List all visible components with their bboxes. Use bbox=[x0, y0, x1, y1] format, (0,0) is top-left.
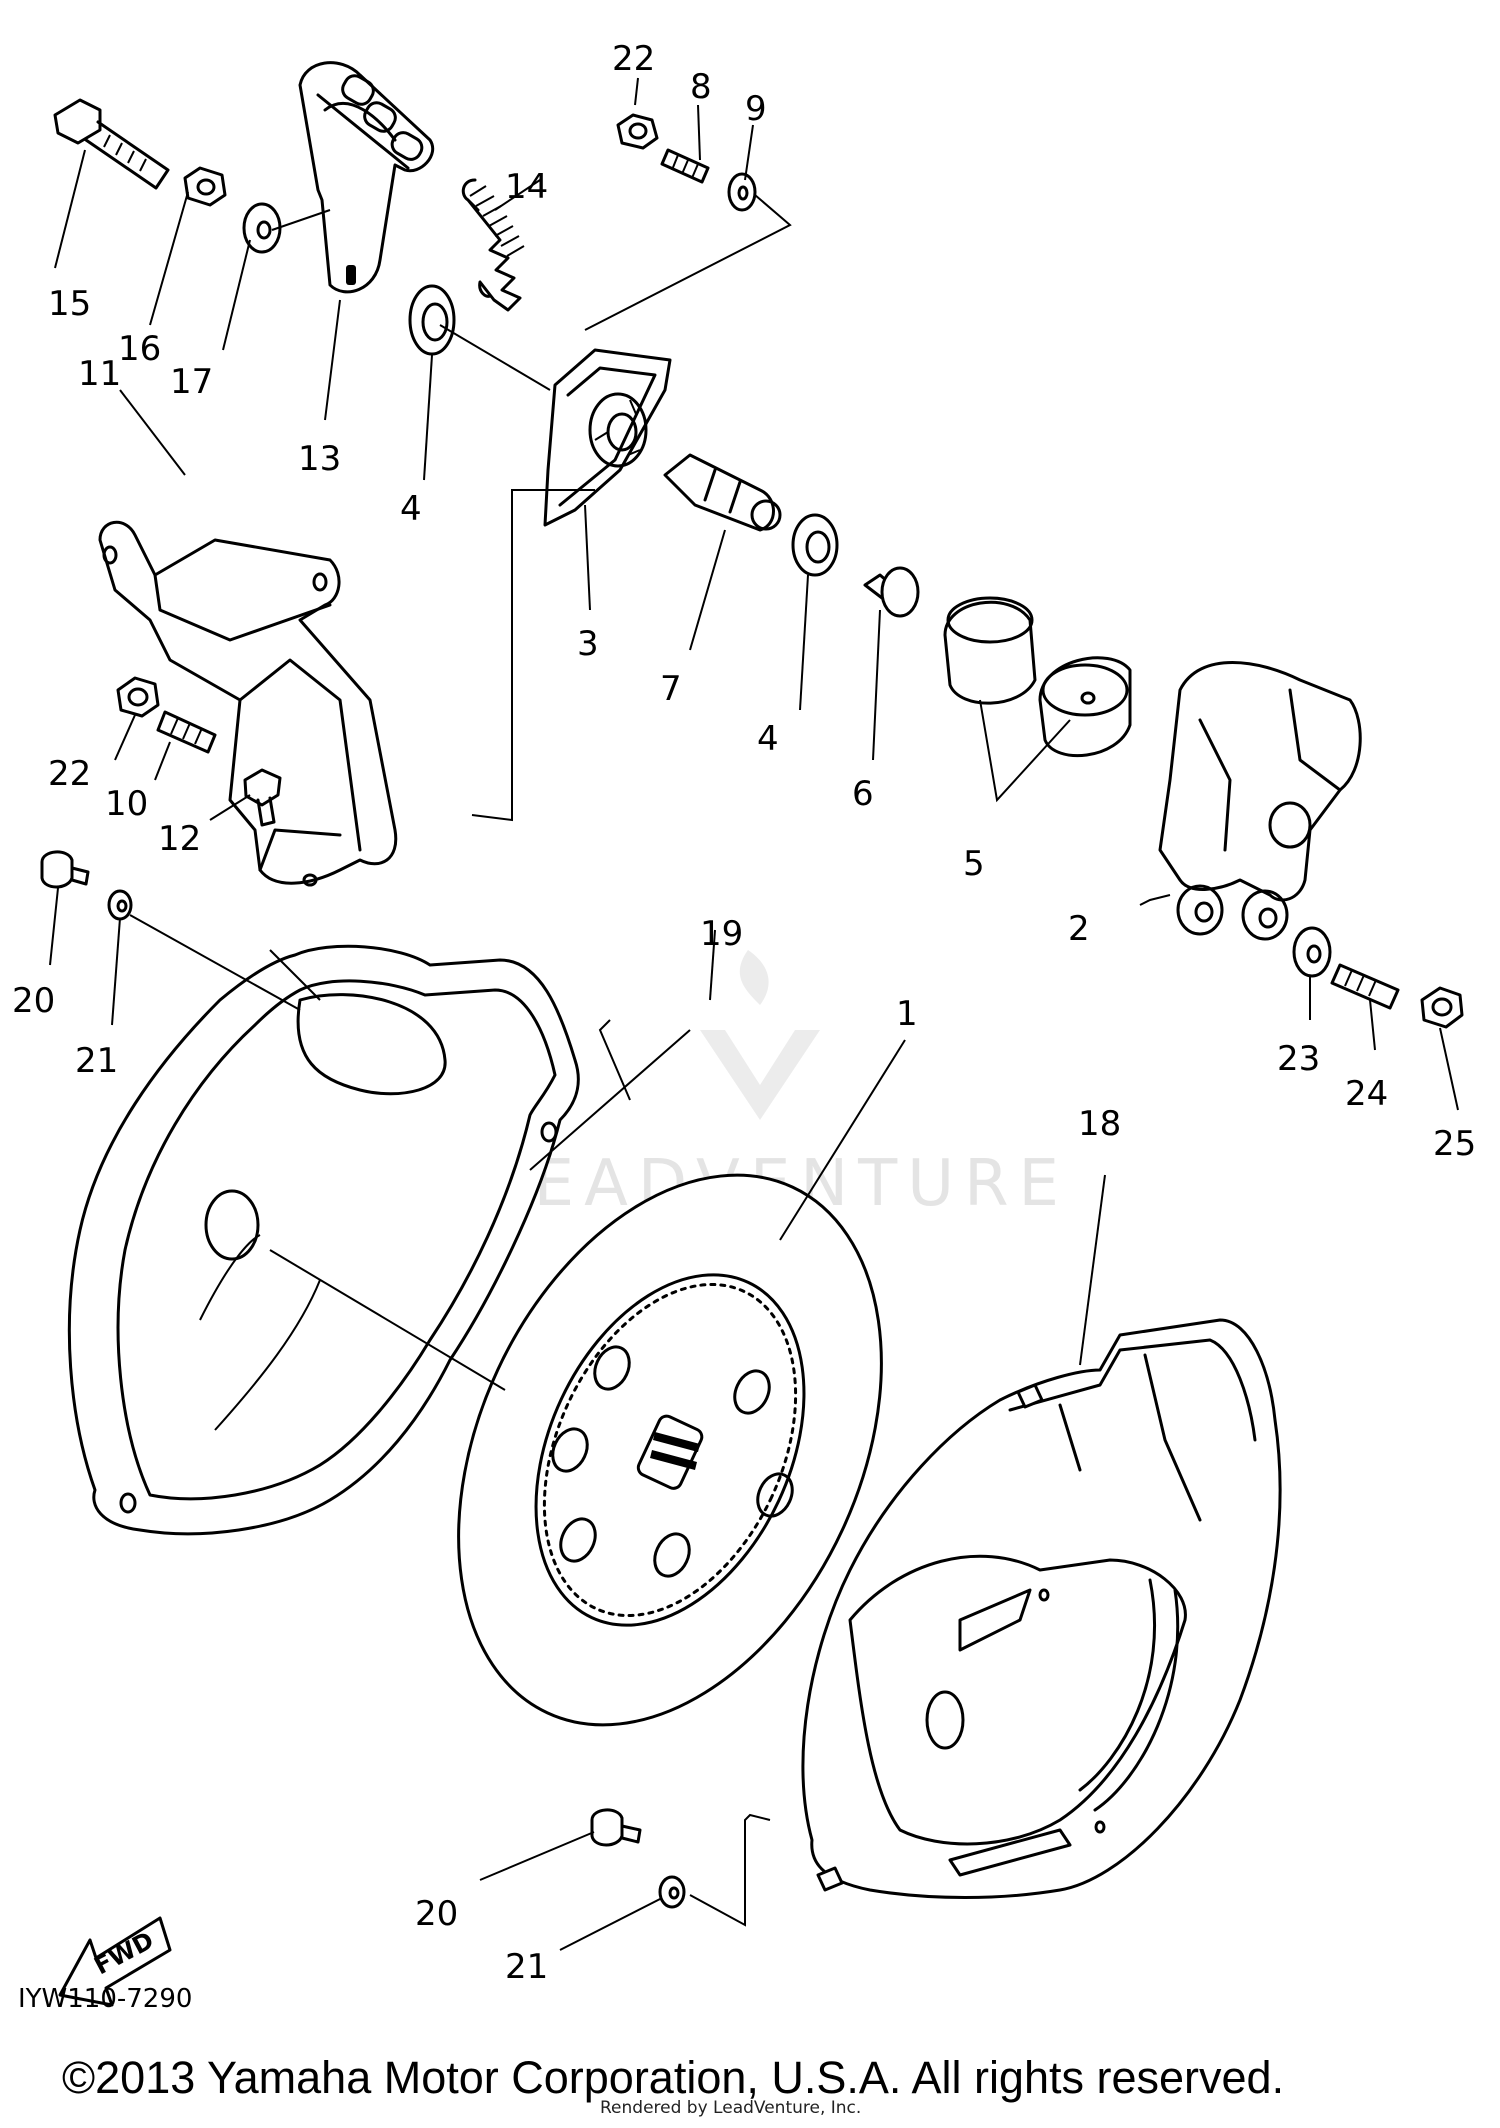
leader-lines bbox=[49, 77, 1459, 1951]
callout-19: 19 bbox=[700, 914, 743, 954]
callout-18: 18 bbox=[1078, 1104, 1121, 1144]
part-nut-25 bbox=[1420, 986, 1464, 1029]
part-washer-23 bbox=[1292, 926, 1332, 978]
part-seal-4-lower bbox=[791, 513, 839, 577]
part-lever-13 bbox=[298, 61, 434, 294]
part-bracket-11 bbox=[98, 520, 398, 887]
callout-15: 15 bbox=[48, 284, 91, 324]
part-stud-24 bbox=[1330, 963, 1400, 1010]
part-spring-14 bbox=[461, 178, 525, 312]
callout-10: 10 bbox=[105, 784, 148, 824]
copyright-text: ©2013 Yamaha Motor Corporation, U.S.A. A… bbox=[62, 2052, 1285, 2103]
callout-1: 1 bbox=[896, 994, 918, 1034]
callout-12: 12 bbox=[158, 819, 201, 859]
callout-5: 5 bbox=[963, 844, 985, 884]
callout-9: 9 bbox=[745, 89, 767, 129]
part-piston-5b bbox=[1038, 656, 1132, 758]
part-seal-4-upper bbox=[408, 284, 456, 356]
part-piston-5a bbox=[943, 596, 1037, 705]
part-pin-6 bbox=[863, 566, 920, 618]
part-pin-7 bbox=[663, 453, 782, 532]
callout-11: 11 bbox=[78, 354, 121, 394]
part-washer-21-lower bbox=[658, 1875, 686, 1909]
rendered-by-text: Rendered by LeadVenture, Inc. bbox=[600, 2098, 862, 2118]
part-backplate-18 bbox=[801, 1318, 1282, 1899]
part-cover-19 bbox=[67, 944, 580, 1536]
part-bracket-3 bbox=[543, 348, 672, 527]
callout-22-top: 22 bbox=[612, 39, 655, 79]
part-stud-8 bbox=[660, 148, 710, 184]
callout-24: 24 bbox=[1345, 1074, 1388, 1114]
callout-2: 2 bbox=[1068, 909, 1090, 949]
callout-20-lower: 20 bbox=[415, 1894, 458, 1934]
part-bolt-20-lower bbox=[590, 1808, 642, 1847]
part-stud-10 bbox=[156, 710, 217, 754]
callout-4-lower: 4 bbox=[757, 719, 779, 759]
callout-8: 8 bbox=[690, 67, 712, 107]
callout-13: 13 bbox=[298, 439, 341, 479]
part-nut-22-left bbox=[116, 676, 160, 718]
callouts: 15 16 17 13 14 22 8 9 4 3 7 4 6 5 2 23 2… bbox=[12, 39, 1476, 1987]
part-caliper-2 bbox=[1158, 661, 1362, 941]
callout-16: 16 bbox=[118, 329, 161, 369]
callout-20-upper: 20 bbox=[12, 981, 55, 1021]
callout-7: 7 bbox=[660, 669, 682, 709]
part-disc-1 bbox=[457, 1173, 883, 1727]
callout-22-left: 22 bbox=[48, 754, 91, 794]
callout-25: 25 bbox=[1433, 1124, 1476, 1164]
part-nut-22-top bbox=[616, 113, 659, 150]
callout-21-upper: 21 bbox=[75, 1041, 118, 1081]
callout-21-lower: 21 bbox=[505, 1947, 548, 1987]
part-bolt-12 bbox=[243, 768, 282, 827]
callout-14: 14 bbox=[505, 167, 548, 207]
callout-4-upper: 4 bbox=[400, 489, 422, 529]
part-bolt-15 bbox=[53, 98, 170, 190]
diagram-code: IYW110-7290 bbox=[18, 1984, 193, 2014]
part-washer-9 bbox=[727, 172, 757, 212]
callout-3: 3 bbox=[577, 624, 599, 664]
callout-17: 17 bbox=[170, 362, 213, 402]
callout-6: 6 bbox=[852, 774, 874, 814]
part-nut-16 bbox=[183, 166, 227, 207]
part-washer-21-upper bbox=[107, 889, 133, 921]
part-bolt-20-upper bbox=[40, 850, 90, 889]
callout-23: 23 bbox=[1277, 1039, 1320, 1079]
